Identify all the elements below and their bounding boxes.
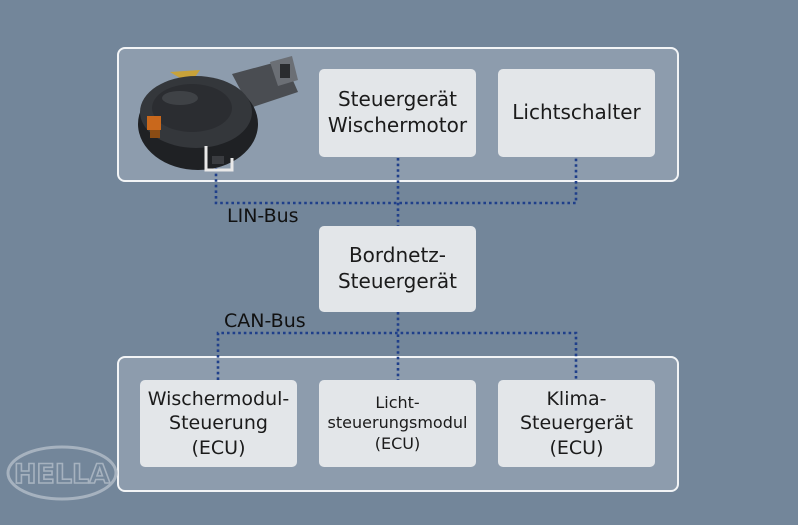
- onboard-power-controller-label: Bordnetz- Steuergerät: [337, 243, 457, 293]
- hella-logo: HELLA: [6, 445, 118, 501]
- light-control-module-ecu-label: Licht- steuerungsmodul (ECU): [327, 392, 468, 453]
- light-switch-label: Lichtschalter: [512, 100, 641, 125]
- svg-text:HELLA: HELLA: [14, 459, 110, 490]
- climate-ecu-label: Klima- Steuergerät (ECU): [519, 388, 634, 459]
- light-switch-box: Lichtschalter: [498, 69, 655, 157]
- climate-ecu-box: Klima- Steuergerät (ECU): [498, 380, 655, 467]
- onboard-power-controller-box: Bordnetz- Steuergerät: [319, 226, 476, 312]
- can-bus-line: [216, 331, 578, 380]
- wiper-motor-controller-label: Steuergerät Wischermotor: [327, 87, 468, 137]
- wiper-motor-controller-box: Steuergerät Wischermotor: [319, 69, 476, 157]
- lin-bus-line: [214, 158, 578, 205]
- wiper-module-ecu-box: Wischermodul- Steuerung (ECU): [140, 380, 297, 467]
- light-control-module-ecu-box: Licht- steuerungsmodul (ECU): [319, 380, 476, 467]
- can-bus-label: CAN-Bus: [224, 310, 306, 332]
- lin-bus-label: LIN-Bus: [227, 205, 299, 227]
- wiper-module-ecu-label: Wischermodul- Steuerung (ECU): [147, 388, 290, 459]
